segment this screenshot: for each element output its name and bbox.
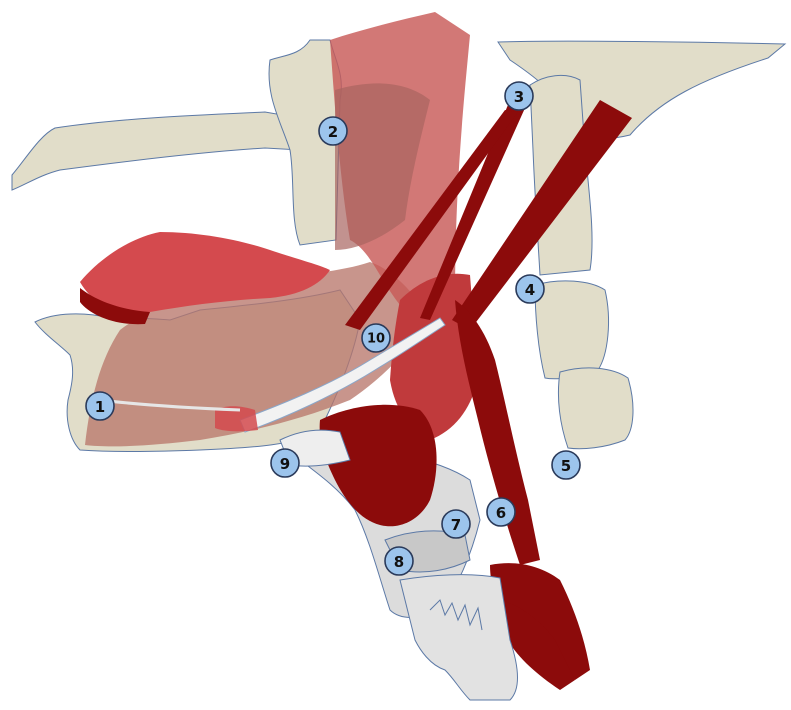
marker-label: 7 [451, 516, 461, 534]
marker-6: 6 [487, 498, 515, 526]
marker-9: 9 [271, 449, 299, 477]
marker-label: 10 [367, 332, 385, 347]
marker-label: 2 [328, 123, 338, 141]
marker-label: 5 [561, 457, 571, 475]
marker-8: 8 [385, 547, 413, 575]
zygomatic-arch [12, 112, 300, 190]
cricothyroid-muscle [320, 405, 437, 526]
marker-label: 4 [525, 281, 535, 299]
marker-4: 4 [516, 275, 544, 303]
marker-10: 10 [362, 324, 390, 352]
marker-5: 5 [552, 451, 580, 479]
marker-3: 3 [505, 82, 533, 110]
marker-2: 2 [319, 117, 347, 145]
marker-label: 6 [496, 504, 506, 522]
marker-label: 3 [514, 88, 524, 106]
vertebra-c3 [535, 281, 609, 379]
trachea [400, 575, 518, 700]
marker-1: 1 [86, 392, 114, 420]
marker-7: 7 [442, 510, 470, 538]
marker-label: 9 [280, 455, 290, 473]
vertebra-c4 [558, 368, 633, 449]
marker-label: 8 [394, 553, 404, 571]
marker-label: 1 [95, 398, 105, 416]
